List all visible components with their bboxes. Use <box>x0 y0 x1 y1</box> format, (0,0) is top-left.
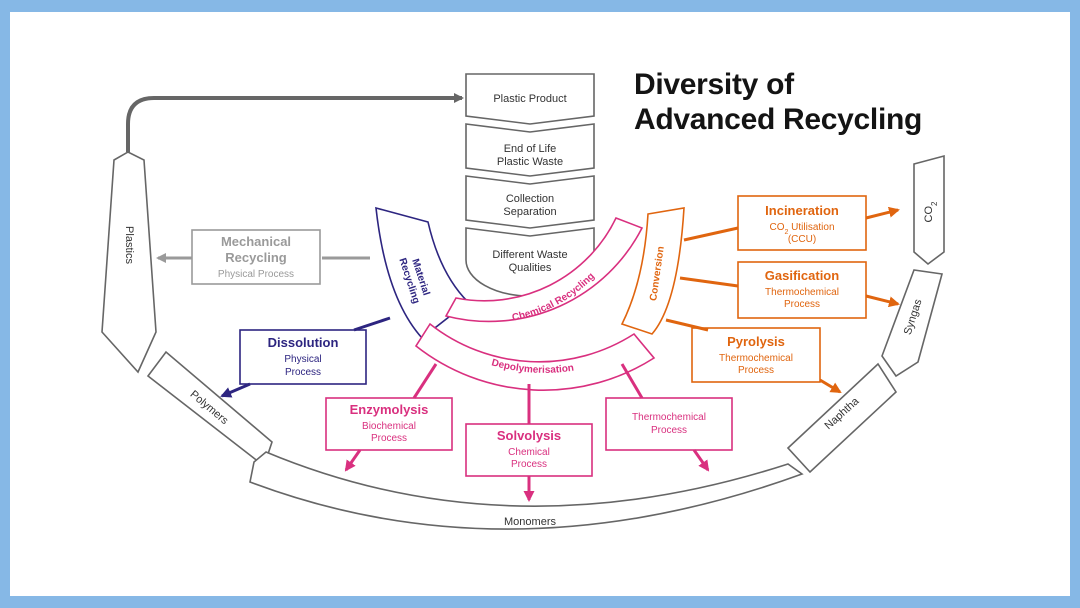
enzymolysis-sub-2: Process <box>371 433 407 444</box>
ring-segment-naphtha <box>786 362 898 474</box>
stack-plastic-product <box>465 73 595 125</box>
dissolution-arrow <box>220 382 251 398</box>
ring-segment-syngas <box>881 269 944 378</box>
solvolysis-title: Solvolysis <box>497 428 561 443</box>
solvolysis-box <box>465 423 593 477</box>
pyrolysis-arrow <box>819 378 842 394</box>
gasification-arrow <box>865 294 900 308</box>
mechanical-title-1: Mechanical <box>221 234 291 249</box>
dissolution-connector <box>353 316 391 332</box>
gasification-connector <box>679 276 739 288</box>
ring-segment-monomers <box>249 451 804 530</box>
stack-end-of-life <box>465 123 595 177</box>
gasification-title: Gasification <box>765 268 839 283</box>
gasification-box <box>737 261 867 319</box>
pyrolysis-sub-2: Process <box>738 365 774 376</box>
chemical-recycling-arc <box>444 216 644 323</box>
dissolution-sub-1: Physical <box>284 354 321 365</box>
stack-label-1a: End of Life <box>504 143 557 155</box>
conversion-band <box>620 207 685 335</box>
depolymerisation-arc <box>414 322 656 391</box>
pyrolysis-connector <box>665 318 709 332</box>
stack-label-3b: Qualities <box>509 262 552 274</box>
mechanical-sub: Physical Process <box>218 269 294 280</box>
ring-segment-polymers <box>146 350 273 468</box>
stack-collection <box>465 175 595 229</box>
enzymolysis-arrow <box>344 449 362 472</box>
ring-label-co2: CO2 <box>923 201 939 223</box>
ring-segment-co2 <box>913 154 945 266</box>
diagram-canvas: Diversity of Advanced Recycling <box>10 12 1070 596</box>
dissolution-title: Dissolution <box>268 335 339 350</box>
pyrolysis-title: Pyrolysis <box>727 334 785 349</box>
thermochemical-box <box>605 397 733 451</box>
stack-label-3a: Different Waste <box>492 249 567 261</box>
stack-label-0: Plastic Product <box>493 93 566 105</box>
loop-arrow <box>126 93 464 152</box>
stack-label-2b: Separation <box>503 206 556 218</box>
enzymolysis-box <box>325 397 453 451</box>
solvolysis-sub-2: Process <box>511 459 547 470</box>
incineration-arrow <box>865 206 900 220</box>
recycling-diagram: Plastics Polymers Monomers Naphtha Synga… <box>101 73 945 530</box>
title-line-1: Diversity of <box>634 68 794 101</box>
enzymolysis-connector <box>412 363 438 399</box>
stack-label-1b: Plastic Waste <box>497 156 563 168</box>
incineration-connector <box>683 226 739 242</box>
gasification-sub-2: Process <box>784 299 820 310</box>
ring-label-plastics: Plastics <box>123 226 135 264</box>
pyrolysis-box <box>691 327 821 383</box>
incineration-sub-2: (CCU) <box>788 234 816 245</box>
enzymolysis-title: Enzymolysis <box>350 402 429 417</box>
thermochemical-connector <box>620 363 644 399</box>
thermochemical-sub-1: Thermochemical <box>632 412 706 423</box>
thermochemical-arrow <box>692 449 710 472</box>
stack-label-2a: Collection <box>506 193 554 205</box>
incineration-title: Incineration <box>765 203 839 218</box>
dissolution-box <box>239 329 367 385</box>
ring-label-monomers: Monomers <box>504 516 556 528</box>
thermochemical-sub-2: Process <box>651 425 687 436</box>
enzymolysis-sub-1: Biochemical <box>362 421 416 432</box>
pyrolysis-sub-1: Thermochemical <box>719 353 793 364</box>
incineration-box <box>737 195 867 251</box>
incineration-sub-1: CO2 Utilisation <box>769 222 834 236</box>
dissolution-sub-2: Process <box>285 367 321 378</box>
solvolysis-sub-1: Chemical <box>508 447 550 458</box>
mechanical-title-2: Recycling <box>225 250 286 265</box>
gasification-sub-1: Thermochemical <box>765 287 839 298</box>
title-line-2: Advanced Recycling <box>634 103 923 136</box>
